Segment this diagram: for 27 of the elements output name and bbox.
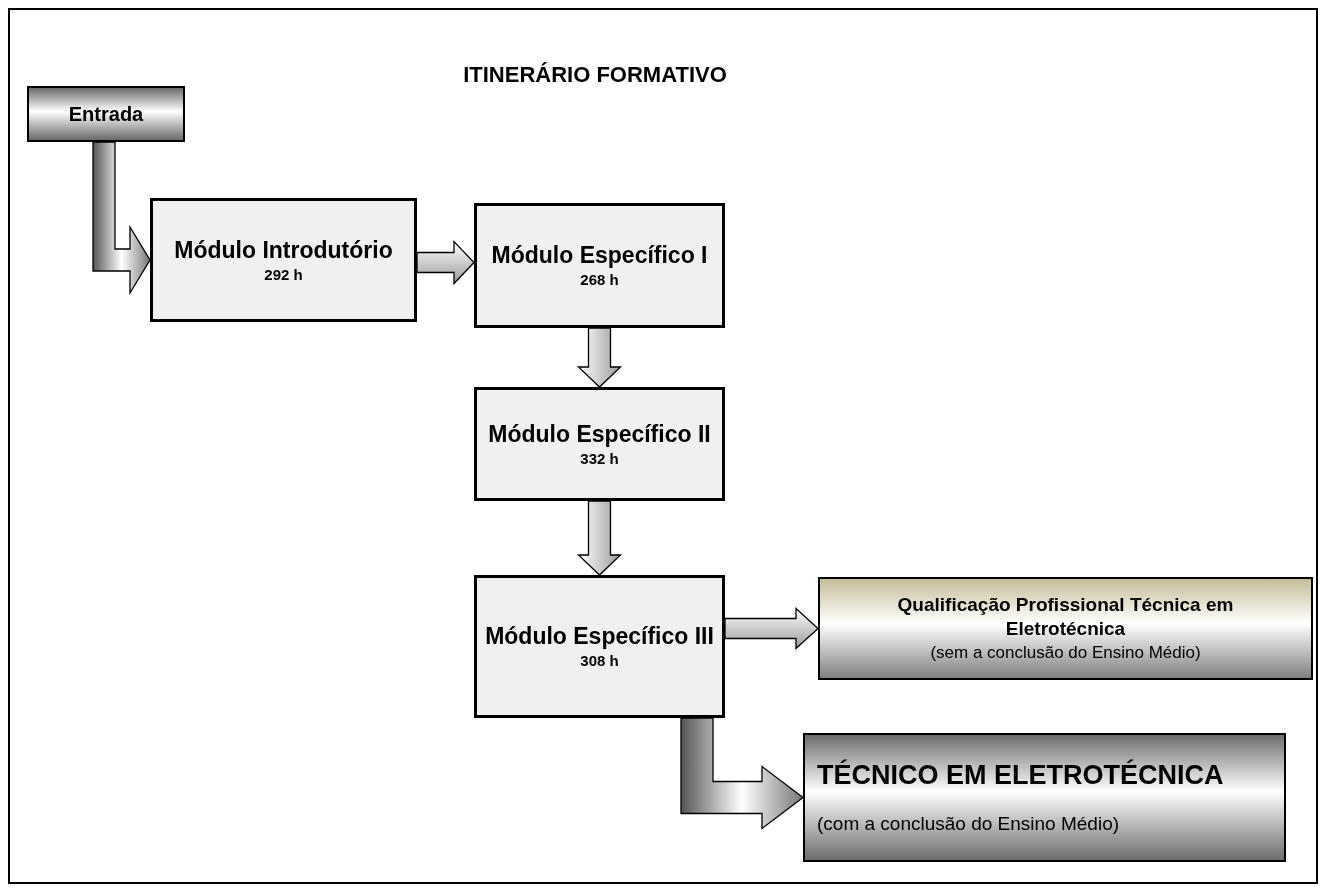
box-heading: Módulo Específico II [488,419,711,449]
box-heading: TÉCNICO EM ELETROTÉCNICA [817,760,1224,791]
duration-text: 308 h [580,651,619,671]
block-arrow [724,607,819,650]
box-heading: Módulo Introdutório [174,235,393,265]
diagram-title: ITINERÁRIO FORMATIVO [462,62,728,88]
module-box [474,203,725,328]
duration-text: 332 h [580,448,619,469]
box-note: (sem a conclusão do Ensino Médio) [930,642,1201,665]
block-arrow [416,239,475,286]
box-heading: Módulo Específico III [485,622,714,652]
start-box [27,86,185,142]
outcome-box [803,733,1286,862]
box-heading: Módulo Específico I [491,241,708,271]
module-box [474,575,725,718]
box-heading: Qualificação Profissional Técnica em Eletrotécnica [896,592,1235,642]
box-note: (com a conclusão do Ensino Médio) [817,813,1120,835]
duration-text: 292 h [264,264,303,285]
box-heading: Entrada [68,102,144,126]
qualification-box [818,577,1313,680]
duration-text: 268 h [580,270,619,290]
block-arrow [680,717,805,830]
module-box [474,387,725,501]
block-arrow [576,500,623,576]
block-arrow [92,141,151,296]
block-arrow [576,327,623,388]
module-box [150,198,417,322]
